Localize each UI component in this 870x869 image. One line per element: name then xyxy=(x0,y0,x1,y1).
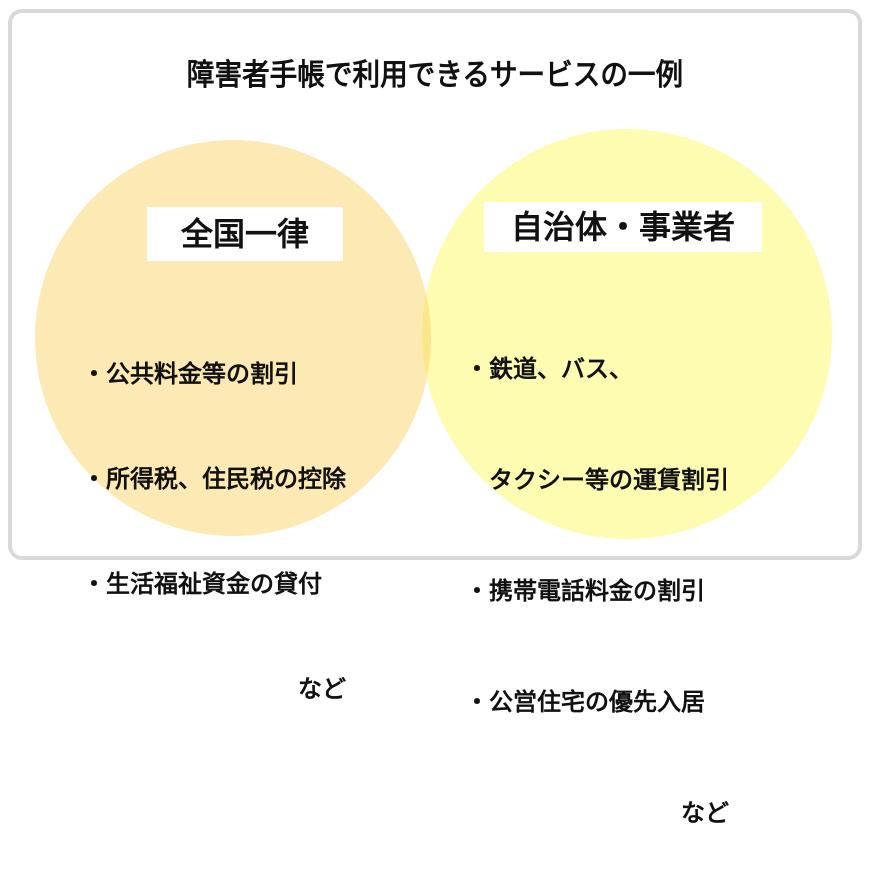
list-item: ・公営住宅の優先入居 xyxy=(465,688,705,716)
list-suffix: など xyxy=(298,675,346,703)
right-circle-label: 自治体・事業者 xyxy=(484,202,762,252)
list-item: ・所得税、住民税の控除 xyxy=(82,465,346,493)
list-suffix: など xyxy=(681,799,729,827)
list-item: ・携帯電話料金の割引 xyxy=(465,577,705,605)
left-service-list: ・公共料金等の割引 ・所得税、住民税の控除 ・生活福祉資金の貸付 など xyxy=(82,287,346,742)
left-circle-label: 全国一律 xyxy=(147,207,343,261)
list-item: ・鉄道、バス、 xyxy=(465,355,633,383)
list-item: ・公共料金等の割引 xyxy=(82,360,298,388)
list-item: タクシー等の運賃割引 xyxy=(465,466,729,494)
list-item: ・生活福祉資金の貸付 xyxy=(82,570,322,598)
right-service-list: ・鉄道、バス、 タクシー等の運賃割引 ・携帯電話料金の割引 ・公営住宅の優先入居… xyxy=(465,277,729,869)
diagram-title: 障害者手帳で利用できるサービスの一例 xyxy=(186,58,684,93)
